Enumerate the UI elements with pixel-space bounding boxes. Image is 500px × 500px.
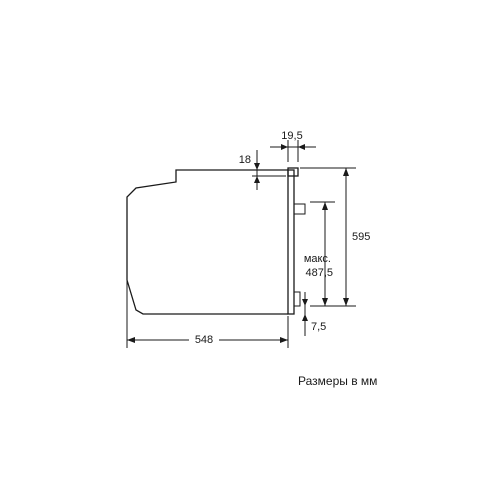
arrow-head xyxy=(302,299,308,306)
arrow-head xyxy=(281,144,288,150)
units-caption: Размеры в мм xyxy=(298,374,378,388)
dim-label-max-value: 487,5 xyxy=(305,267,333,279)
door-handle xyxy=(294,203,306,215)
oven-body-outline xyxy=(126,169,288,315)
arrow-head xyxy=(322,298,328,306)
arrow-head xyxy=(127,337,135,343)
dim-label-height: 595 xyxy=(352,231,370,243)
dim-label-depth-bg xyxy=(189,332,219,346)
arrow-head xyxy=(343,298,349,306)
front-panel xyxy=(287,169,295,315)
arrow-head xyxy=(298,144,305,150)
arrow-head xyxy=(280,337,288,343)
arrow-head xyxy=(322,202,328,210)
arrow-head xyxy=(302,314,308,321)
dim-label-max-prefix: макс. xyxy=(304,253,331,265)
dim-label-depth: 548 xyxy=(195,334,213,346)
arrow-head xyxy=(254,163,260,170)
door-lower-detail xyxy=(294,291,301,307)
arrow-head xyxy=(343,168,349,176)
dim-label-bottom-offset: 7,5 xyxy=(311,321,326,333)
dim-label-front-thickness: 18 xyxy=(239,154,251,166)
front-panel-cap xyxy=(287,167,299,177)
arrow-head xyxy=(254,176,260,183)
dim-label-top-offset: 19,5 xyxy=(281,130,302,142)
